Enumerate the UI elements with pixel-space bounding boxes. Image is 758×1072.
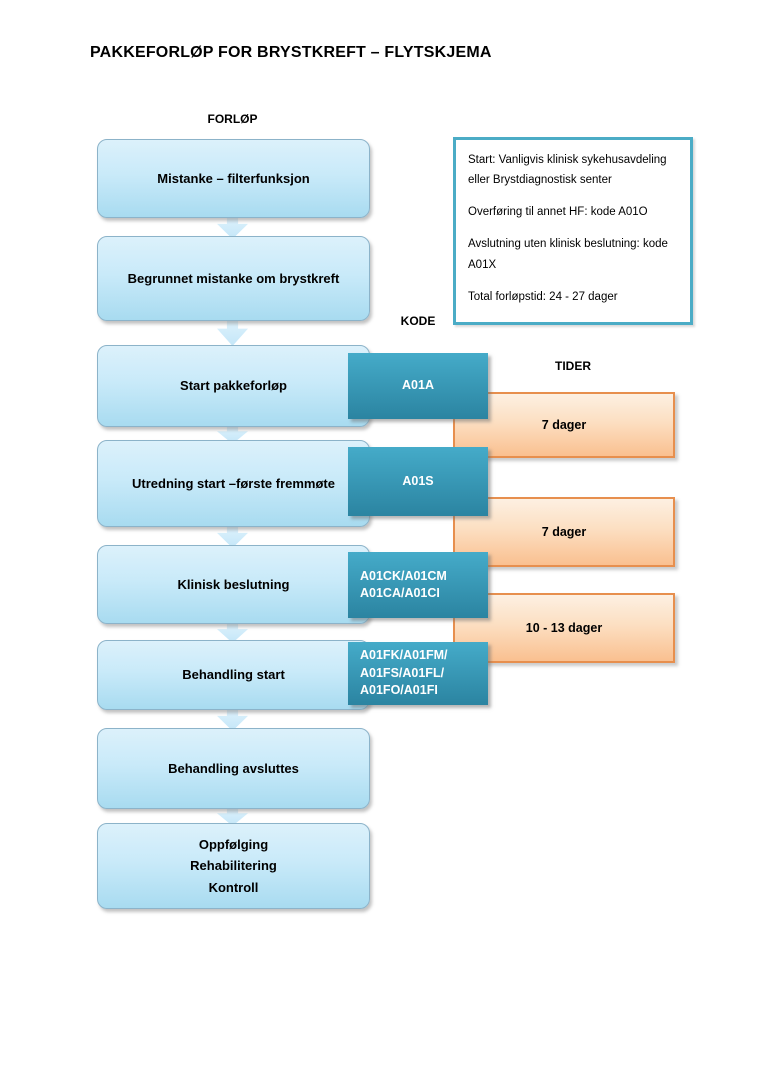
duration-box-utredning: 7 dager	[453, 392, 675, 458]
flow-step-behandling-start: Behandling start	[97, 640, 370, 710]
info-start-text: Start: Vanligvis klinisk sykehusavdeling…	[468, 154, 667, 187]
page-title: PAKKEFORLØP FOR BRYSTKREFT – FLYTSKJEMA	[90, 44, 492, 61]
code-label: A01CK/A01CM A01CA/A01CI	[360, 568, 447, 601]
flow-step-label: Klinisk beslutning	[177, 576, 290, 592]
duration-label: 10 - 13 dager	[525, 621, 603, 635]
flow-step-behandling-avsluttes: Behandling avsluttes	[97, 728, 370, 809]
code-label: A01A	[402, 378, 434, 393]
info-box: Start: Vanligvis klinisk sykehusavdeling…	[453, 137, 693, 325]
flow-step-oppfolging-rehabilitering-kontroll: Oppfølging Rehabilitering Kontroll	[97, 823, 370, 909]
code-box-a01a: A01A	[348, 353, 488, 419]
flow-step-label: Oppfølging Rehabilitering Kontroll	[190, 836, 277, 895]
column-label-kode: KODE	[400, 314, 436, 328]
flow-step-utredning-start: Utredning start –første fremmøte	[97, 440, 370, 527]
code-box-a01c: A01CK/A01CM A01CA/A01CI	[348, 552, 488, 618]
code-label: A01FK/A01FM/ A01FS/A01FL/ A01FO/A01FI	[360, 648, 448, 698]
column-label-forlop: FORLØP	[207, 112, 258, 126]
flow-step-label: Behandling avsluttes	[168, 760, 299, 776]
flow-step-begrunnet-mistanke: Begrunnet mistanke om brystkreft	[97, 236, 370, 321]
duration-label: 7 dager	[541, 418, 587, 432]
flow-step-mistanke-filterfunksjon: Mistanke – filterfunksjon	[97, 139, 370, 218]
duration-box-beslutning: 7 dager	[453, 497, 675, 567]
duration-label: 7 dager	[541, 525, 587, 539]
column-label-tider: TIDER	[555, 359, 591, 373]
info-overforing-text: Overføring til annet HF: kode A01O	[468, 206, 648, 219]
flow-step-label: Behandling start	[182, 667, 285, 683]
flow-step-start-pakkeforlop: Start pakkeforløp	[97, 345, 370, 427]
duration-box-behandling: 10 - 13 dager	[453, 593, 675, 663]
flow-step-label: Start pakkeforløp	[180, 378, 287, 394]
info-avslutning-text: Avslutning uten klinisk beslutning: kode…	[468, 238, 668, 271]
info-total-forlopstid-text: Total forløpstid: 24 - 27 dager	[468, 290, 618, 303]
flow-step-label: Begrunnet mistanke om brystkreft	[127, 270, 340, 286]
flow-step-label: Mistanke – filterfunksjon	[157, 170, 310, 186]
flow-step-label: Utredning start –første fremmøte	[132, 475, 335, 491]
flow-step-klinisk-beslutning: Klinisk beslutning	[97, 545, 370, 624]
code-label: A01S	[402, 473, 434, 488]
code-box-a01s: A01S	[348, 447, 488, 516]
code-box-a01f: A01FK/A01FM/ A01FS/A01FL/ A01FO/A01FI	[348, 642, 488, 705]
